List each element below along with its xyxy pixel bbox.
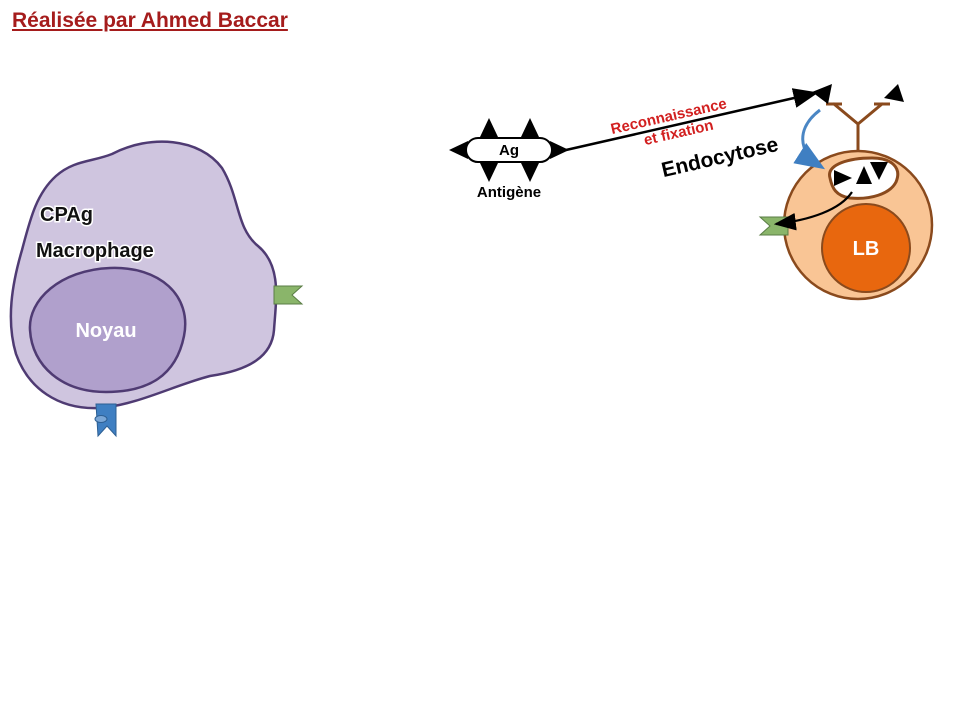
antigen-spike [449, 141, 468, 159]
antibody-receptor [832, 102, 884, 152]
antigen-spike [480, 118, 498, 137]
antigen-spike [521, 118, 539, 137]
antigen-label: Antigène [477, 184, 541, 201]
endocytosis-arrow [793, 108, 826, 170]
lb-label: LB [853, 238, 880, 260]
macrophage-label: Macrophage [36, 240, 154, 262]
b-lymphocyte: LB [758, 84, 934, 301]
macrophage-cell: Noyau CPAg Macrophage [9, 140, 304, 438]
lb-green-receptor [758, 216, 789, 236]
recognition-arrow [565, 88, 819, 152]
internalized-antigen [834, 170, 852, 186]
macrophage-green-receptor [273, 285, 304, 305]
internalized-antigen [856, 166, 872, 184]
antigen: Ag Antigène [449, 118, 569, 201]
lb-nucleus [821, 203, 911, 293]
antigen-spike [550, 141, 569, 159]
antigen-body [465, 137, 553, 163]
cpag-label: CPAg [40, 204, 93, 226]
processing-arrow [773, 191, 853, 231]
antigen-tag: Ag [499, 142, 519, 159]
internalized-antigen [870, 162, 888, 180]
bound-antigen-fragment [884, 84, 904, 102]
antigen-spike [521, 163, 539, 182]
antigen-spike [480, 163, 498, 182]
macrophage-nucleus [28, 266, 187, 394]
bound-antigen-fragment [812, 84, 832, 104]
nucleus-label: Noyau [75, 320, 136, 342]
blue-receptor-tip [94, 415, 108, 423]
author-title: Réalisée par Ahmed Baccar [12, 9, 288, 32]
